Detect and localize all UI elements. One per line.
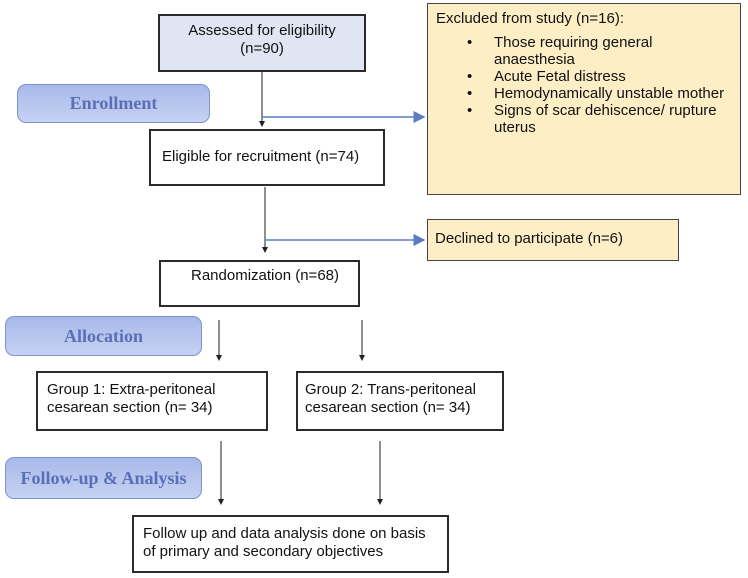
group2-count: cesarean section (n= 34): [305, 399, 471, 416]
exclusion-item: Acute Fetal distress: [467, 68, 730, 85]
assessed-box: Assessed for eligibility (n=90): [158, 14, 366, 72]
exclusion-item: Signs of scar dehiscence/ rupture uterus: [467, 102, 730, 136]
randomization-label: Randomization (n=68): [191, 267, 340, 284]
followup-stage-label: Follow-up & Analysis: [5, 457, 202, 499]
group1-label: Group 1: Extra-peritoneal: [47, 381, 216, 398]
followup-box: Follow up and data analysis done on basi…: [132, 515, 449, 573]
assessed-label: Assessed for eligibility: [188, 22, 336, 39]
group1-box: Group 1: Extra-peritoneal cesarean secti…: [36, 371, 268, 431]
exclusion-list: Those requiring general anaesthesia Acut…: [436, 34, 730, 136]
declined-box: Declined to participate (n=6): [427, 219, 679, 261]
randomization-box: Randomization (n=68): [159, 260, 360, 307]
exclusion-item: Hemodynamically unstable mother: [467, 85, 730, 102]
declined-label: Declined to participate (n=6): [435, 230, 624, 247]
excluded-title: Excluded from study (n=16):: [436, 10, 625, 27]
followup-label-line2: of primary and secondary objectives: [143, 543, 384, 560]
group1-count: cesarean section (n= 34): [47, 399, 213, 416]
eligible-label: Eligible for recruitment (n=74): [162, 148, 360, 165]
group2-box: Group 2: Trans-peritoneal cesarean secti…: [296, 371, 504, 431]
followup-label: Follow up and data analysis done on basi…: [143, 525, 426, 542]
excluded-box: Excluded from study (n=16): Those requir…: [427, 3, 741, 195]
exclusion-item: Those requiring general anaesthesia: [467, 34, 730, 68]
eligible-box: Eligible for recruitment (n=74): [149, 129, 385, 186]
enrollment-stage-label: Enrollment: [17, 84, 210, 123]
allocation-stage-label: Allocation: [5, 316, 202, 356]
assessed-count: (n=90): [240, 40, 284, 57]
group2-label: Group 2: Trans-peritoneal: [305, 381, 476, 398]
